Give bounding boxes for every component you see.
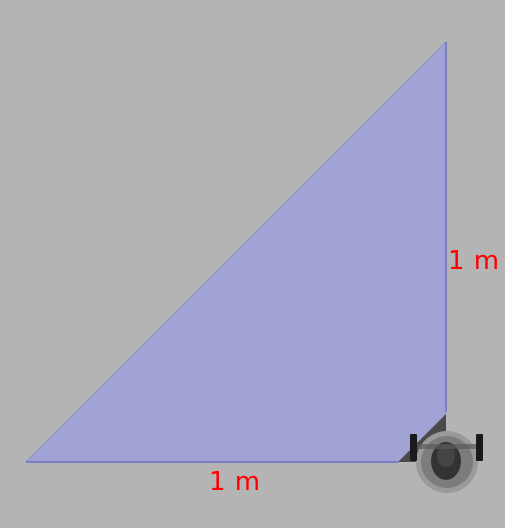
robot-top-view-icon[interactable] xyxy=(410,431,483,493)
robot-core-highlight xyxy=(437,445,455,467)
triangle-hypotenuse-edge xyxy=(25,41,447,463)
bottom-side-length-label: 1 m xyxy=(209,467,261,497)
robot-axle xyxy=(417,444,476,449)
right-side-length-label: 1 m xyxy=(448,246,500,276)
robot-wheel-right xyxy=(476,434,483,461)
robot-wheel-left xyxy=(410,434,417,461)
